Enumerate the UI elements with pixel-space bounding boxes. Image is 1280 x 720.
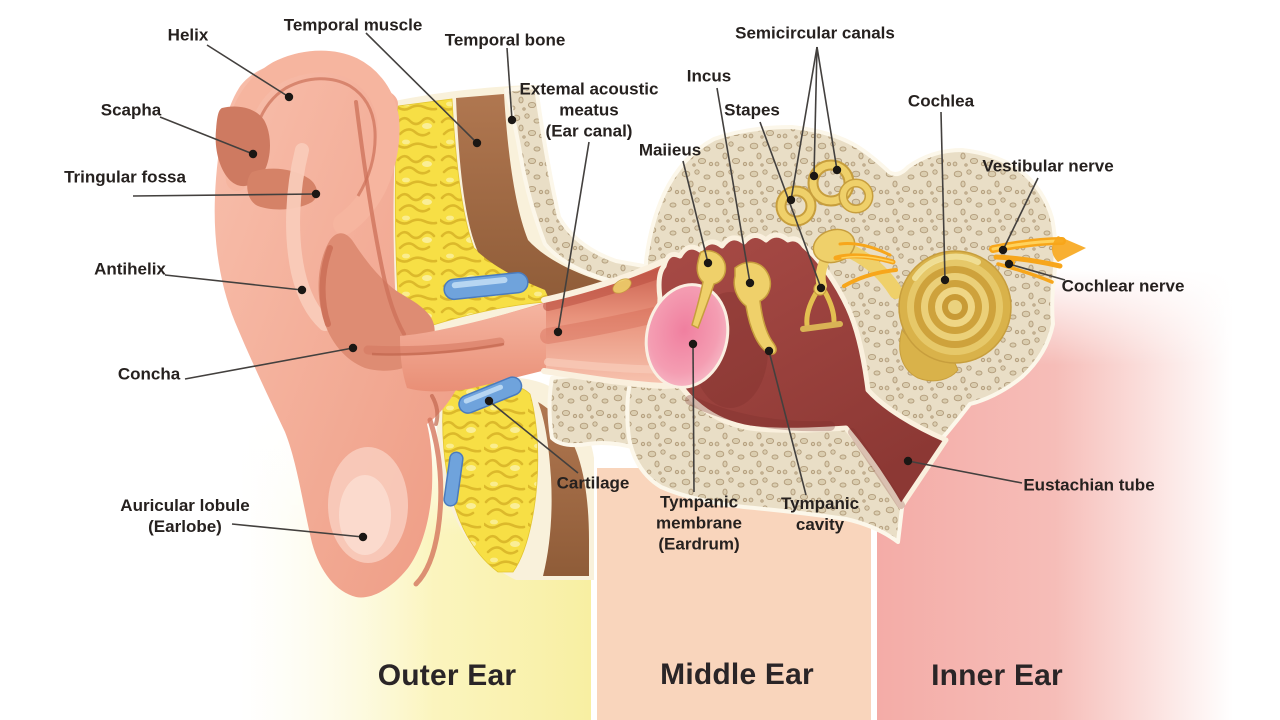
leader-line-cochlear-nerve <box>1008 263 1066 281</box>
section-title-inner-ear: Inner Ear <box>931 659 1063 692</box>
label-temporal-muscle: Temporal muscle <box>283 15 423 35</box>
label-dot-incus <box>745 278 755 288</box>
section-title-middle-ear: Middle Ear <box>660 658 814 691</box>
leader-line-temporal-bone <box>506 47 513 121</box>
label-dot-cartilage <box>484 396 494 406</box>
leader-line-helix <box>206 44 290 98</box>
label-cochlea: Cochlea <box>907 91 975 111</box>
antihelix-ridge <box>286 143 332 331</box>
scapha-groove <box>215 106 270 187</box>
label-dot-cochlea <box>940 275 950 285</box>
cochlear-nerve-shape <box>993 254 1063 269</box>
leader-line-stapes <box>759 121 822 289</box>
label-dot-vestibular-nerve <box>998 245 1008 255</box>
temporal-muscle-band <box>456 94 646 303</box>
cochlea-spiral <box>898 250 1012 382</box>
fat-tissue-lower <box>442 382 539 573</box>
stapes-shape <box>800 282 843 332</box>
label-dot-temporal-muscle <box>472 138 482 148</box>
label-dot-concha <box>348 343 358 353</box>
label-antihelix: Antihelix <box>94 259 166 279</box>
tympanic-membrane-shape <box>644 283 730 389</box>
leader-line-incus <box>716 87 751 284</box>
malleus-shape <box>691 250 727 330</box>
leader-line-semicircular-canals <box>790 46 818 201</box>
leader-line-maiieus <box>682 160 709 264</box>
helix-rim <box>224 50 400 235</box>
cartilage-blobs <box>443 271 529 507</box>
label-dot-temporal-bone <box>507 115 517 125</box>
label-eustachian-tube: Eustachian tube <box>1023 475 1155 495</box>
cartilage-blob-labeled <box>458 376 523 414</box>
section-title-outer-ear: Outer Ear <box>377 659 517 692</box>
leader-line-cartilage <box>488 400 579 474</box>
temporal-muscle-lower <box>538 402 589 576</box>
label-concha: Concha <box>117 364 181 384</box>
label-dot-stapes <box>816 283 826 293</box>
eustachian-tube-shape <box>848 428 905 509</box>
label-cochlear-nerve: Cochlear nerve <box>1061 276 1185 296</box>
bone-strip-upper <box>504 85 651 291</box>
label-dot-tringular-fossa <box>311 189 321 199</box>
incus-shape <box>733 261 777 355</box>
label-dot-eustachian-tube <box>903 456 913 466</box>
label-cartilage: Cartilage <box>556 473 630 493</box>
leader-line-ear-canal <box>557 141 590 333</box>
label-helix: Helix <box>167 25 209 45</box>
label-maiieus: Maiieus <box>638 140 702 160</box>
leader-line-semicircular-canals <box>816 46 838 171</box>
label-dot-semicircular-canals <box>786 195 796 205</box>
leader-line-eustachian-tube <box>907 460 1023 484</box>
label-incus: Incus <box>686 66 732 86</box>
label-dot-ear-canal <box>553 327 563 337</box>
leader-lines <box>132 32 1066 542</box>
leader-line-auricular-lobule <box>231 523 364 538</box>
leader-line-semicircular-canals <box>813 46 818 177</box>
label-dot-semicircular-canals <box>809 171 819 181</box>
label-dot-tympanic-membrane <box>688 339 698 349</box>
leader-line-concha <box>184 347 354 380</box>
label-tringular-fossa: Tringular fossa <box>64 167 186 187</box>
label-stapes: Stapes <box>724 100 780 120</box>
leader-line-scapha <box>159 116 254 155</box>
leader-line-tringular-fossa <box>132 193 317 197</box>
leader-line-temporal-muscle <box>365 32 478 144</box>
leader-line-tympanic-membrane <box>692 343 695 493</box>
label-dot-scapha <box>248 149 258 159</box>
leader-line-antihelix <box>164 274 303 291</box>
ossicles <box>612 250 843 355</box>
label-dot-tympanic-cavity <box>764 346 774 356</box>
label-auricular-lobule: Auricular lobule(Earlobe) <box>120 496 250 536</box>
label-temporal-bone: Temporal bone <box>444 30 566 50</box>
label-semicircular-canals: Semicircular canals <box>735 23 895 43</box>
leader-line-vestibular-nerve <box>1002 177 1039 251</box>
label-dot-cochlear-nerve <box>1004 259 1014 269</box>
label-dot-auricular-lobule <box>358 532 368 542</box>
leader-line-tympanic-cavity <box>768 350 807 496</box>
label-vestibular-nerve: Vestibular nerve <box>982 156 1114 176</box>
label-dot-semicircular-canals <box>832 165 842 175</box>
label-dot-antihelix <box>297 285 307 295</box>
label-scapha: Scapha <box>100 100 162 120</box>
label-dot-maiieus <box>703 258 713 268</box>
label-dot-helix <box>284 92 294 102</box>
leader-line-cochlea <box>940 111 946 281</box>
